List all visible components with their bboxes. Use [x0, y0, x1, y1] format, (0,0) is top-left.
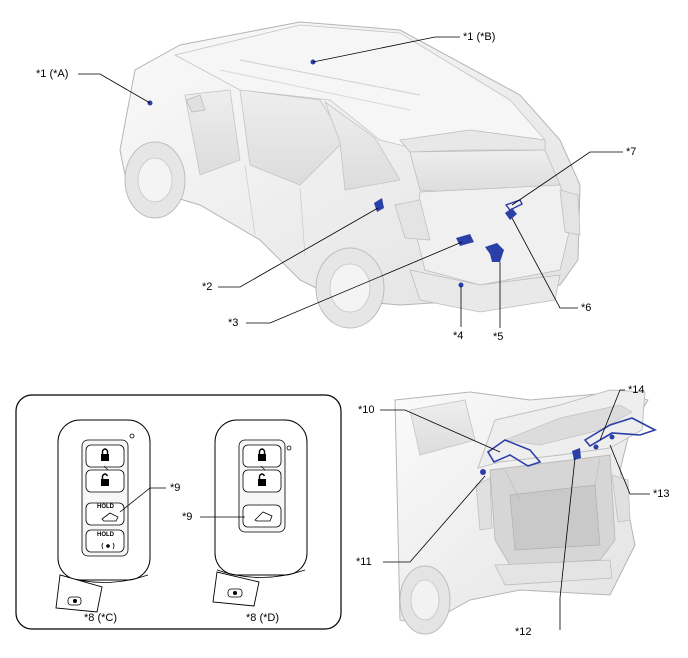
label-12: *12	[515, 626, 532, 638]
smart-key-c	[55, 419, 151, 613]
label-4: *4	[453, 330, 464, 342]
label-10: *10	[358, 404, 375, 416]
hold-tailgate-button-c	[85, 502, 125, 526]
part-5	[485, 243, 504, 262]
key-hold-label-2: HOLD	[97, 532, 114, 538]
label-1b: *1 (*B)	[463, 31, 496, 43]
part-4	[458, 282, 464, 288]
unlock-icon	[258, 473, 266, 486]
unlock-icon	[101, 473, 109, 486]
key-hold-label-1: HOLD	[97, 504, 114, 510]
label-13: *13	[653, 488, 670, 500]
label-8-d: *8 (*D)	[246, 612, 280, 624]
part-7	[504, 199, 523, 211]
lock-icon	[258, 448, 266, 461]
part-13-14-harness	[583, 417, 658, 448]
tailgate-button-d	[242, 504, 282, 528]
suv-rear-view	[119, 21, 581, 329]
smart-key-d	[212, 419, 308, 607]
label-5: *5	[493, 331, 504, 343]
label-14: *14	[628, 384, 645, 396]
label-7: *7	[626, 146, 637, 158]
part-6	[505, 208, 517, 220]
label-6: *6	[581, 302, 592, 314]
label-3: *3	[228, 317, 239, 329]
top-vehicle-parts	[147, 59, 523, 288]
label-11: *11	[356, 556, 372, 568]
label-2: *2	[202, 281, 213, 293]
key-leader-lines	[119, 487, 245, 518]
label-9-d: *9	[182, 511, 193, 523]
lock-icon	[101, 448, 109, 461]
hold-panic-button-c	[85, 529, 125, 553]
tailgate-leader-lines	[380, 389, 650, 630]
part-12	[572, 448, 581, 460]
tailgate-icon	[254, 511, 273, 522]
panic-icon	[101, 542, 115, 550]
label-1a: *1 (*A)	[36, 68, 69, 80]
suv-open-tailgate-view	[394, 389, 649, 635]
part-11	[480, 469, 486, 475]
tailgate-parts	[480, 417, 658, 475]
label-8-c: *8 (*C)	[84, 612, 118, 624]
key-blade-c	[55, 574, 103, 613]
tailgate-icon	[101, 512, 119, 522]
part-10-11-harness	[486, 439, 542, 467]
label-9-c: *9	[170, 482, 181, 494]
top-leader-lines	[78, 36, 623, 328]
